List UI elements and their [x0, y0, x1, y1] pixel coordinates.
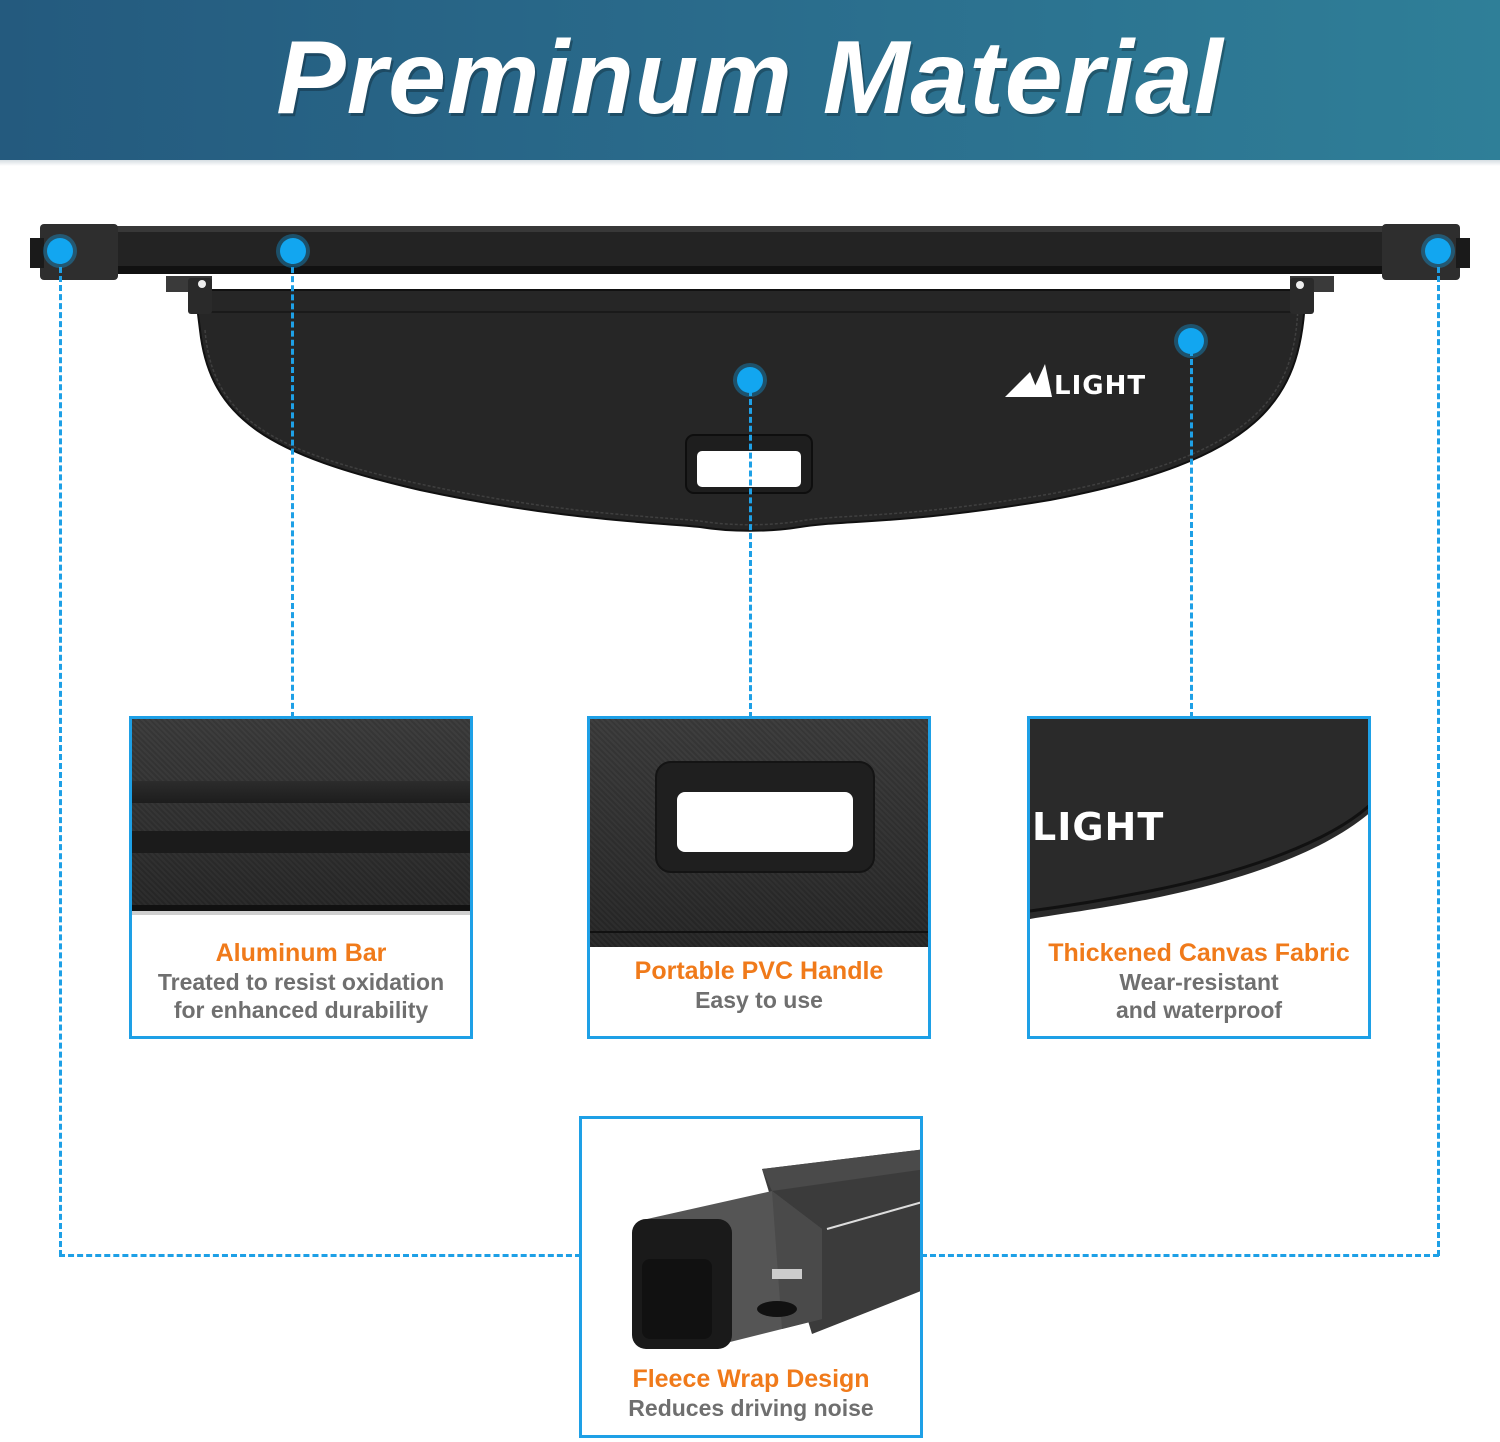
feature-title: Portable PVC Handle — [634, 957, 884, 985]
canvas-fabric-closeup-icon: LIGHT — [1030, 719, 1368, 919]
callout-line-right-end — [1437, 258, 1440, 1256]
feature-title: Fleece Wrap Design — [632, 1365, 870, 1393]
callout-dot-handle — [737, 367, 763, 393]
aluminum-bar-closeup-icon — [132, 719, 470, 915]
callout-line-bar — [291, 258, 294, 718]
feature-subtitle-line: and waterproof — [1115, 997, 1283, 1023]
callout-dot-left-end — [47, 238, 73, 264]
feature-card-pvc-handle: Portable PVC Handle Easy to use — [587, 716, 931, 1039]
fleece-end-cap-closeup-icon — [582, 1119, 920, 1359]
feature-subtitle-line: Treated to resist oxidation — [157, 969, 445, 995]
feature-card-fleece-wrap: Fleece Wrap Design Reduces driving noise — [579, 1116, 923, 1438]
callout-dot-bar — [280, 238, 306, 264]
callout-line-fabric — [1190, 350, 1193, 718]
feature-subtitle-line: Reduces driving noise — [628, 1395, 874, 1421]
brand-logo-fragment: LIGHT — [1032, 805, 1165, 849]
callout-line-bottom-right — [921, 1254, 1439, 1257]
callout-line-left-end — [59, 258, 62, 1256]
page-title: Preminum Material — [276, 20, 1224, 136]
pvc-handle-closeup-icon — [590, 719, 928, 947]
brand-logo: LIGHT — [1054, 371, 1147, 401]
callout-dot-right-end — [1425, 238, 1451, 264]
callout-line-handle — [749, 390, 752, 718]
callout-line-bottom-left — [59, 1254, 581, 1257]
feature-subtitle-line: for enhanced durability — [173, 997, 429, 1023]
callout-dot-fabric — [1178, 328, 1204, 354]
feature-card-aluminum-bar: Aluminum Bar Treated to resist oxidation… — [129, 716, 473, 1039]
feature-title: Aluminum Bar — [215, 939, 387, 967]
banner-divider — [0, 160, 1500, 166]
feature-title: Thickened Canvas Fabric — [1048, 939, 1350, 967]
header-banner: Preminum Material — [0, 0, 1500, 160]
feature-subtitle-line: Wear-resistant — [1119, 969, 1279, 995]
feature-subtitle-line: Easy to use — [695, 987, 823, 1013]
feature-card-canvas-fabric: LIGHT Thickened Canvas Fabric Wear-resis… — [1027, 716, 1371, 1039]
